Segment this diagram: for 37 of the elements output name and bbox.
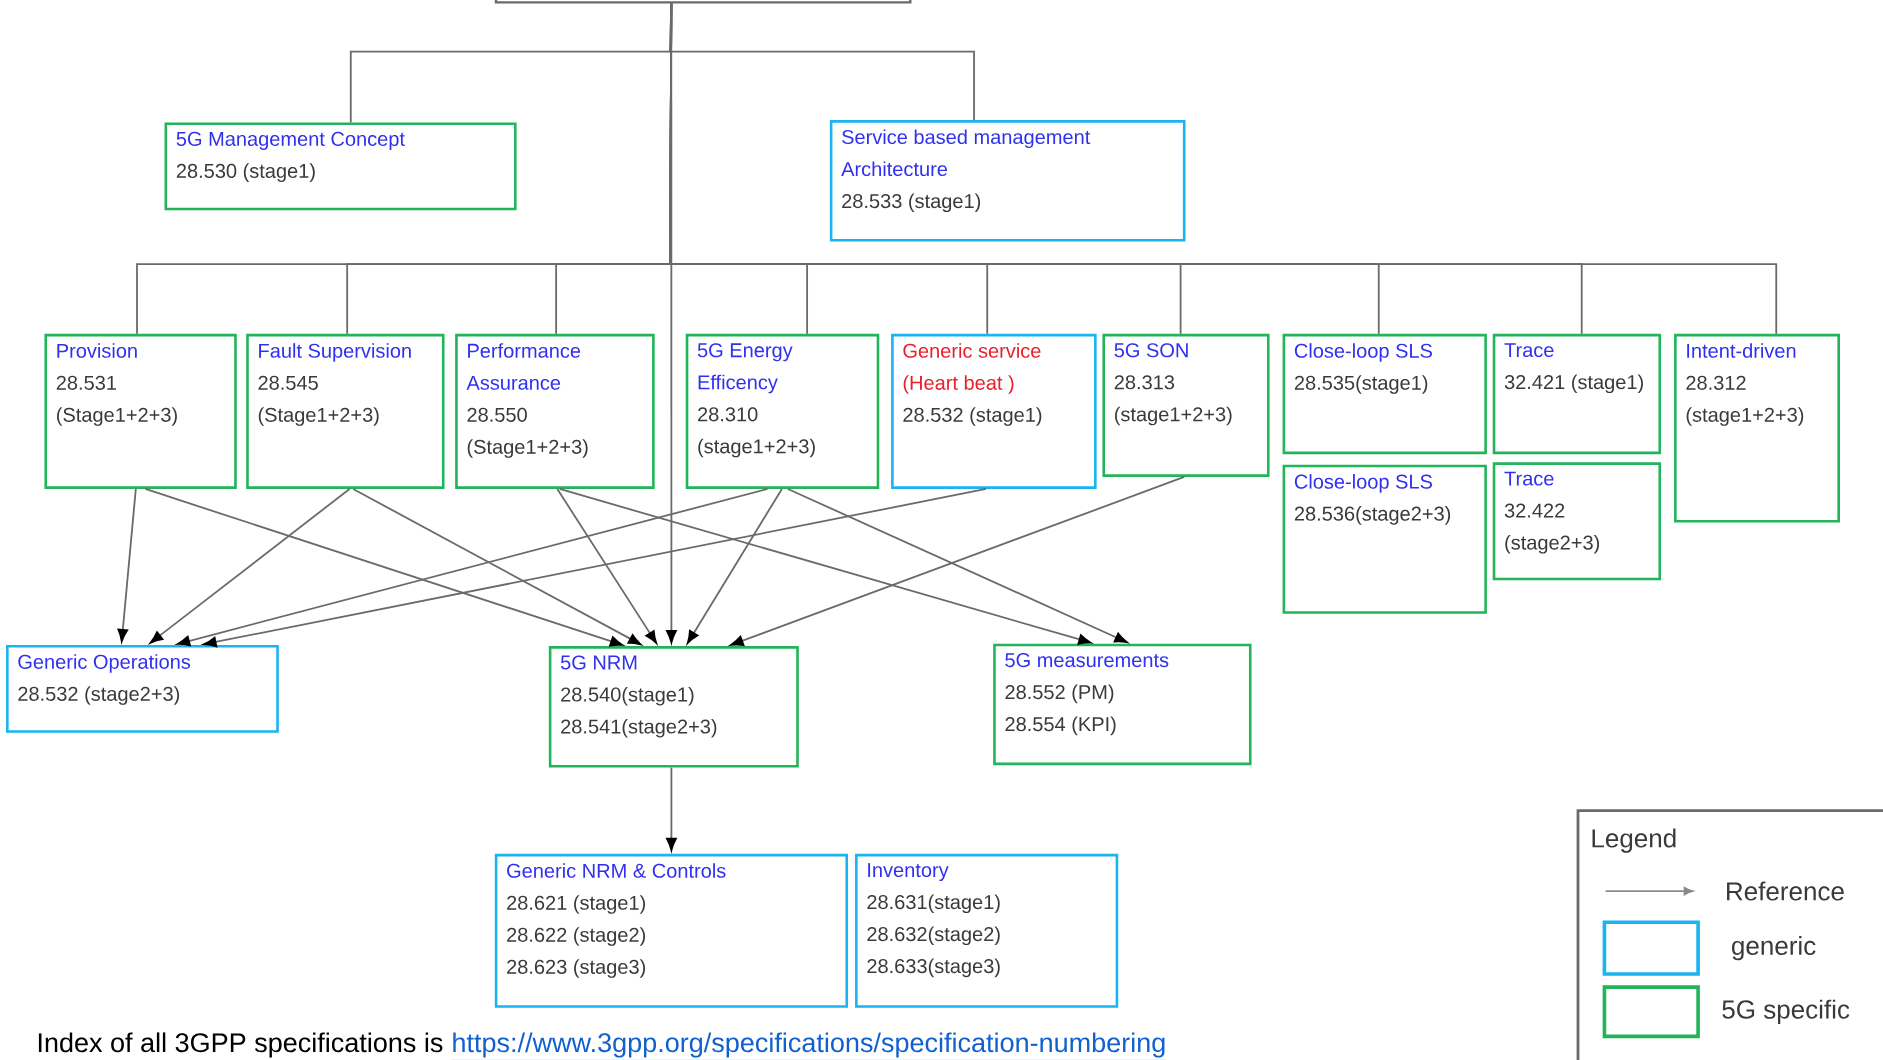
spec-box: Performance Assurance 28.550 (Stage1+2+3): [455, 333, 655, 489]
spec-box: Trace 32.421 (stage1): [1492, 333, 1662, 454]
spec-box: Service based management Architecture 28.533 (stage1): [829, 119, 1186, 242]
arrow: [352, 487, 642, 646]
arrow: [144, 487, 624, 647]
arrow: [149, 487, 351, 644]
spec-box: Provision 28.531 (Stage1+2+3): [44, 333, 237, 489]
spec-box: Trace 32.422 (stage2+3): [1492, 462, 1662, 581]
legend-title: Legend: [1592, 828, 1676, 853]
spec-box: 5G NRM 28.540(stage1) 28.541(stage2+3): [548, 645, 799, 768]
arrow: [203, 487, 987, 647]
spec-box: Generic service (Heart beat ) 28.532 (stage1): [891, 333, 1097, 489]
link-text: https://www.3gpp.org/specifications/specification-numbering: [451, 1032, 1167, 1060]
legend-label: 5G specific: [1722, 999, 1850, 1024]
spec-box: Inventory 28.631(stage1) 28.632(stage2) 28.633(stage3): [855, 853, 1119, 1008]
arrow: [787, 487, 1128, 643]
spec-box: Close-loop SLS 28.536(stage2+3): [1282, 464, 1487, 614]
header-box: [494, 0, 912, 4]
spec-box: 5G Energy Efficency 28.310 (stage1+2+3): [685, 333, 880, 489]
spec-box: 5G Management Concept 28.530 (stage1): [164, 122, 517, 211]
arrow: [686, 487, 783, 644]
arrow: [730, 475, 1186, 646]
legend-label: Reference: [1727, 881, 1844, 901]
spec-box: 5G measurements 28.552 (PM) 28.554 (KPI): [993, 643, 1252, 765]
arrow: [556, 487, 658, 644]
spec-box: Generic NRM & Controls 28.621 (stage1) 28.622 (stage2) 28.623 (stage3): [494, 853, 849, 1008]
legend-label: generic: [1732, 935, 1816, 961]
spec-box: Intent-driven 28.312 (stage1+2+3): [1674, 333, 1840, 523]
spec-box: Fault Supervision 28.545 (Stage1+2+3): [246, 333, 445, 489]
footer-note: Index of all 3GPP specifications is: [38, 1032, 443, 1058]
arrow: [176, 487, 769, 647]
arrow: [558, 487, 1092, 645]
spec-box: Close-loop SLS 28.535(stage1): [1282, 333, 1487, 454]
spec-box: 5G SON 28.313 (stage1+2+3): [1102, 333, 1270, 477]
spec-box: Generic Operations 28.532 (stage2+3): [6, 644, 279, 733]
arrow: [666, 766, 677, 851]
arrow: [666, 2, 677, 644]
